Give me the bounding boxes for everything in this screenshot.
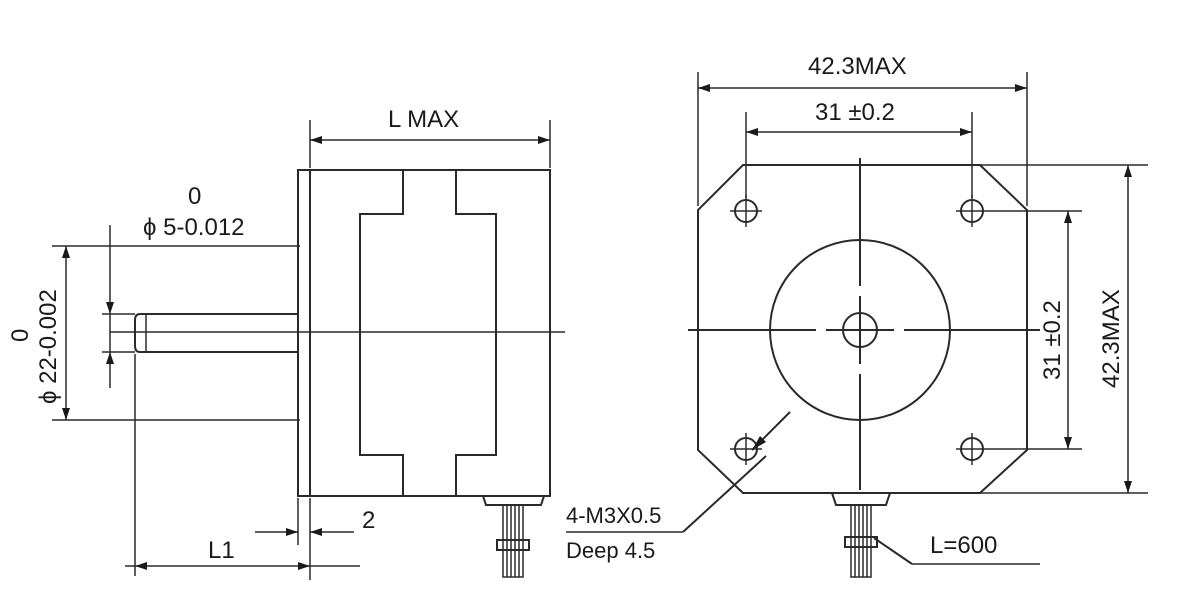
thread-label: 4-M3X0.5 [566,503,661,528]
stator-outline [359,170,497,496]
dim-hole-spacing-v [988,210,1082,450]
dim-hole-spacing-h [745,112,973,198]
front-connector [831,492,891,578]
front-view: 42.3MAX 31 ±0.2 31 ±0.2 42.3MAX [566,53,1148,578]
overall-width-label: 42.3MAX [808,53,907,80]
flange-thickness-label: 2 [362,507,375,534]
shaft-tolerance-upper: 0 [188,183,201,210]
depth-label: Deep 4.5 [566,538,655,563]
lead-leader [873,537,1040,565]
mounting-hole-bl [730,433,762,465]
shaft-length-label: L1 [208,537,235,564]
mounting-holes [730,195,988,465]
dim-overall-height [980,164,1148,494]
pilot-tolerance-upper: 0 [7,329,34,342]
hole-spacing-h-label: 31 ±0.2 [815,99,895,126]
dim-length [309,120,551,168]
thread-leader [566,411,791,533]
dim-shaft-diameter [102,225,135,388]
motor-body-outline [297,169,551,497]
dim-overall-width [697,72,1028,206]
side-connector-cable [496,504,530,578]
mounting-hole-tr [956,195,988,227]
dim-pilot-diameter [52,245,300,421]
lead-length-label: L=600 [930,532,997,559]
side-connector [482,495,545,506]
hole-spacing-v-label: 31 ±0.2 [1039,300,1066,380]
side-view: L MAX 0 ϕ 5-0.012 0 ϕ 22-0.002 [7,106,565,580]
dim-shaft-length [125,354,360,576]
shaft-diameter-label: ϕ 5-0.012 [143,214,245,241]
pilot-diameter-label: ϕ 22-0.002 [35,289,62,404]
mounting-hole-br [956,433,988,465]
overall-height-label: 42.3MAX [1098,289,1125,388]
mounting-hole-tl [730,195,762,227]
length-label: L MAX [388,106,459,133]
shaft [134,313,298,353]
